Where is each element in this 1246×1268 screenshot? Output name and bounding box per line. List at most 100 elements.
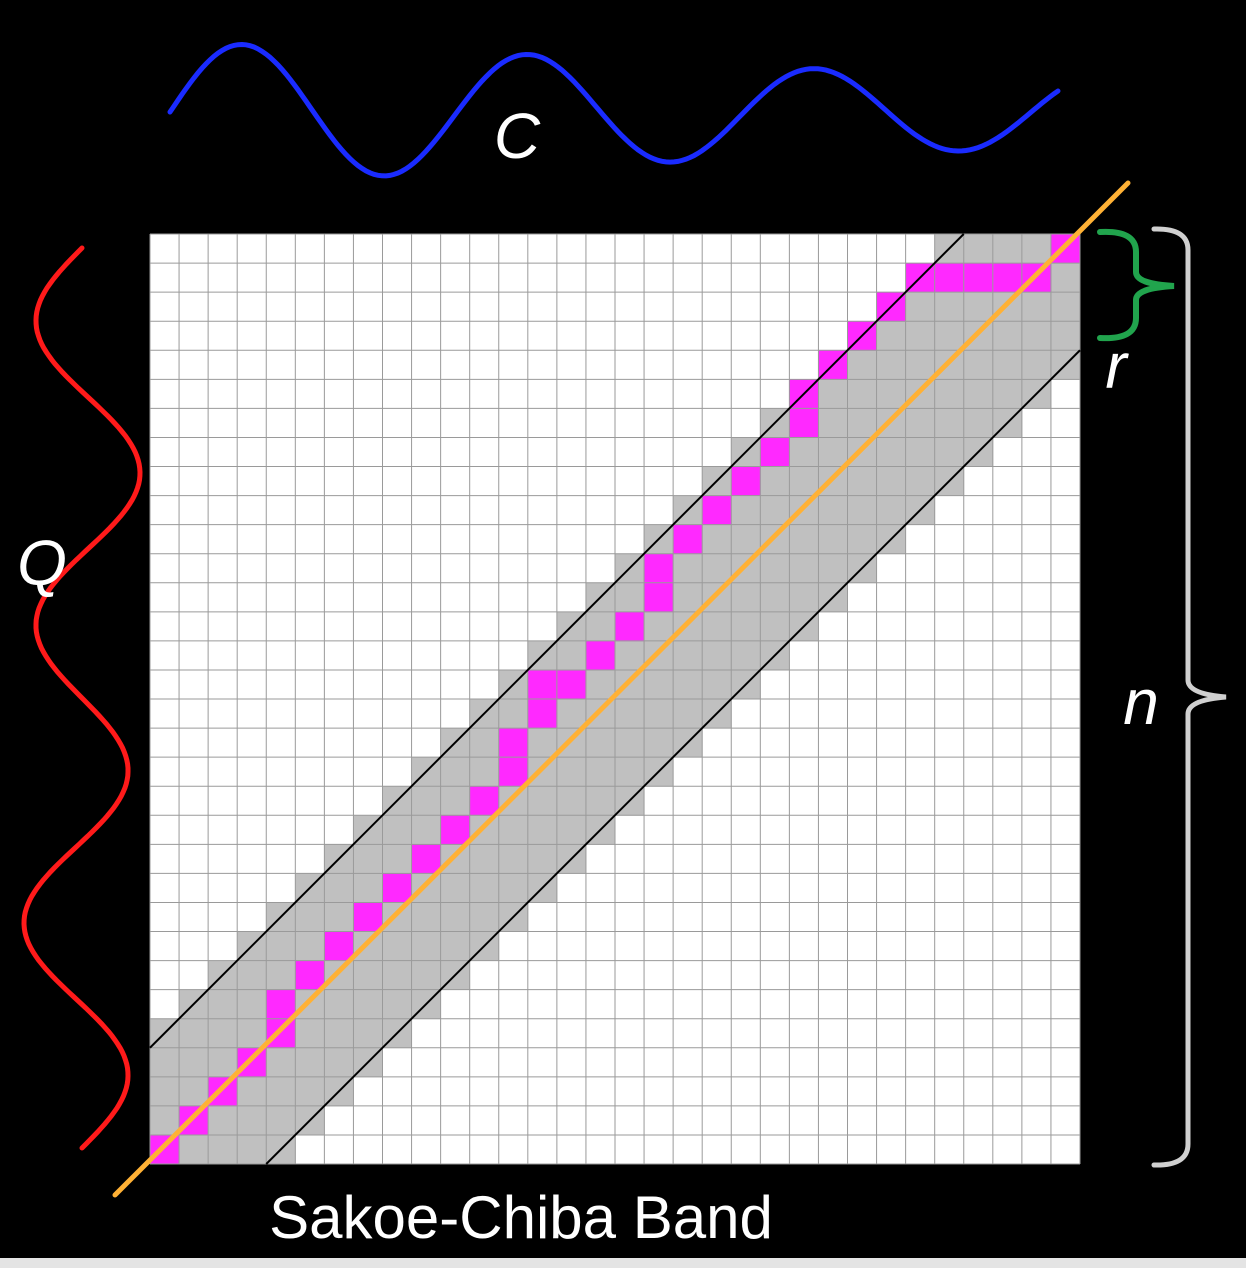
band-cell [440,931,471,961]
band-cell [847,350,877,380]
band-cell [818,379,848,409]
band-cell [615,728,645,758]
band-cell [382,844,412,874]
warping-path-cell [644,582,674,613]
band-cell [789,495,819,526]
band-cell [237,960,267,991]
band-cell [905,466,936,496]
band-cell [150,1105,180,1136]
warping-path-cell [789,408,819,438]
band-cell [353,873,383,903]
warping-path-cell [760,437,790,467]
band-cell [905,350,936,380]
band-cell [847,437,877,467]
band-cell [992,379,1023,409]
band-cell [295,1076,325,1107]
band-cell [1021,292,1052,322]
band-cell [324,1047,354,1078]
band-cell [789,466,819,496]
band-cell [789,553,819,584]
band-cell [237,1105,267,1136]
n-label: n [1123,666,1159,738]
band-cell [992,350,1023,380]
band-cell [353,989,383,1020]
band-cell [1050,263,1081,293]
band-cell [702,611,732,642]
band-cell [295,1047,325,1078]
band-cell [411,873,442,903]
band-cell [382,960,412,991]
band-cell [150,1047,180,1078]
band-cell [992,321,1023,351]
warping-path-cell [615,611,645,642]
band-cell [556,815,587,845]
band-upper-boundary [149,233,965,1049]
band-cell [237,1134,267,1165]
band-cell [440,844,471,874]
band-cell [760,524,790,555]
band-cell [644,728,674,758]
band-cell [179,1076,209,1107]
band-cell [324,902,354,932]
band-cell [324,1018,354,1049]
band-cell [847,495,877,526]
band-cell [673,611,703,642]
band-cell [760,553,790,584]
band-cell [353,931,383,961]
band-cell [876,379,907,409]
warping-path-cell [266,1018,296,1049]
band-cell [208,1105,238,1136]
warping-path-cell [353,902,383,932]
band-cell [934,437,965,467]
band-cell [934,321,965,351]
band-cell [556,786,587,816]
band-cell [266,960,296,991]
warping-path-cell [934,263,965,293]
band-cell [440,786,471,816]
band-cell [615,669,645,700]
band-cell [498,844,529,874]
band-cell [266,1105,296,1136]
bottom-strip [0,1258,1246,1268]
band-cell [585,611,616,642]
band-cell [585,669,616,700]
band-cell [469,728,500,758]
band-cell [963,234,994,264]
diagram-title: Sakoe-Chiba Band [269,1184,773,1251]
band-cell [208,1134,238,1165]
band-cell [295,989,325,1020]
band-cell [992,234,1023,264]
band-cell [179,1047,209,1078]
band-cell [324,989,354,1020]
series-q-curve [21,245,143,1151]
band-cell [1050,292,1081,322]
band-cell [673,582,703,613]
band-cell [469,902,500,932]
warping-path-cell [237,1047,267,1078]
band-cell [644,699,674,729]
band-cell [702,669,732,700]
band-cell [469,815,500,845]
warping-path-cell [469,786,500,816]
series-q-label: Q [17,527,67,599]
band-cell [353,1018,383,1049]
band-cell [498,815,529,845]
band-cell [818,466,848,496]
band-cell [731,495,761,526]
band-cell [179,1018,209,1049]
warping-path-cell [992,263,1023,293]
band-cell [469,873,500,903]
band-cell [179,1134,209,1165]
band-cell [934,379,965,409]
warping-path-cell [963,263,994,293]
band-cell [527,815,558,845]
band-cell [789,582,819,613]
band-cell [963,321,994,351]
band-cell [585,757,616,787]
band-cell [527,786,558,816]
band-cell [469,844,500,874]
band-cell [382,815,412,845]
band-cell [1050,321,1081,351]
band-cell [498,873,529,903]
